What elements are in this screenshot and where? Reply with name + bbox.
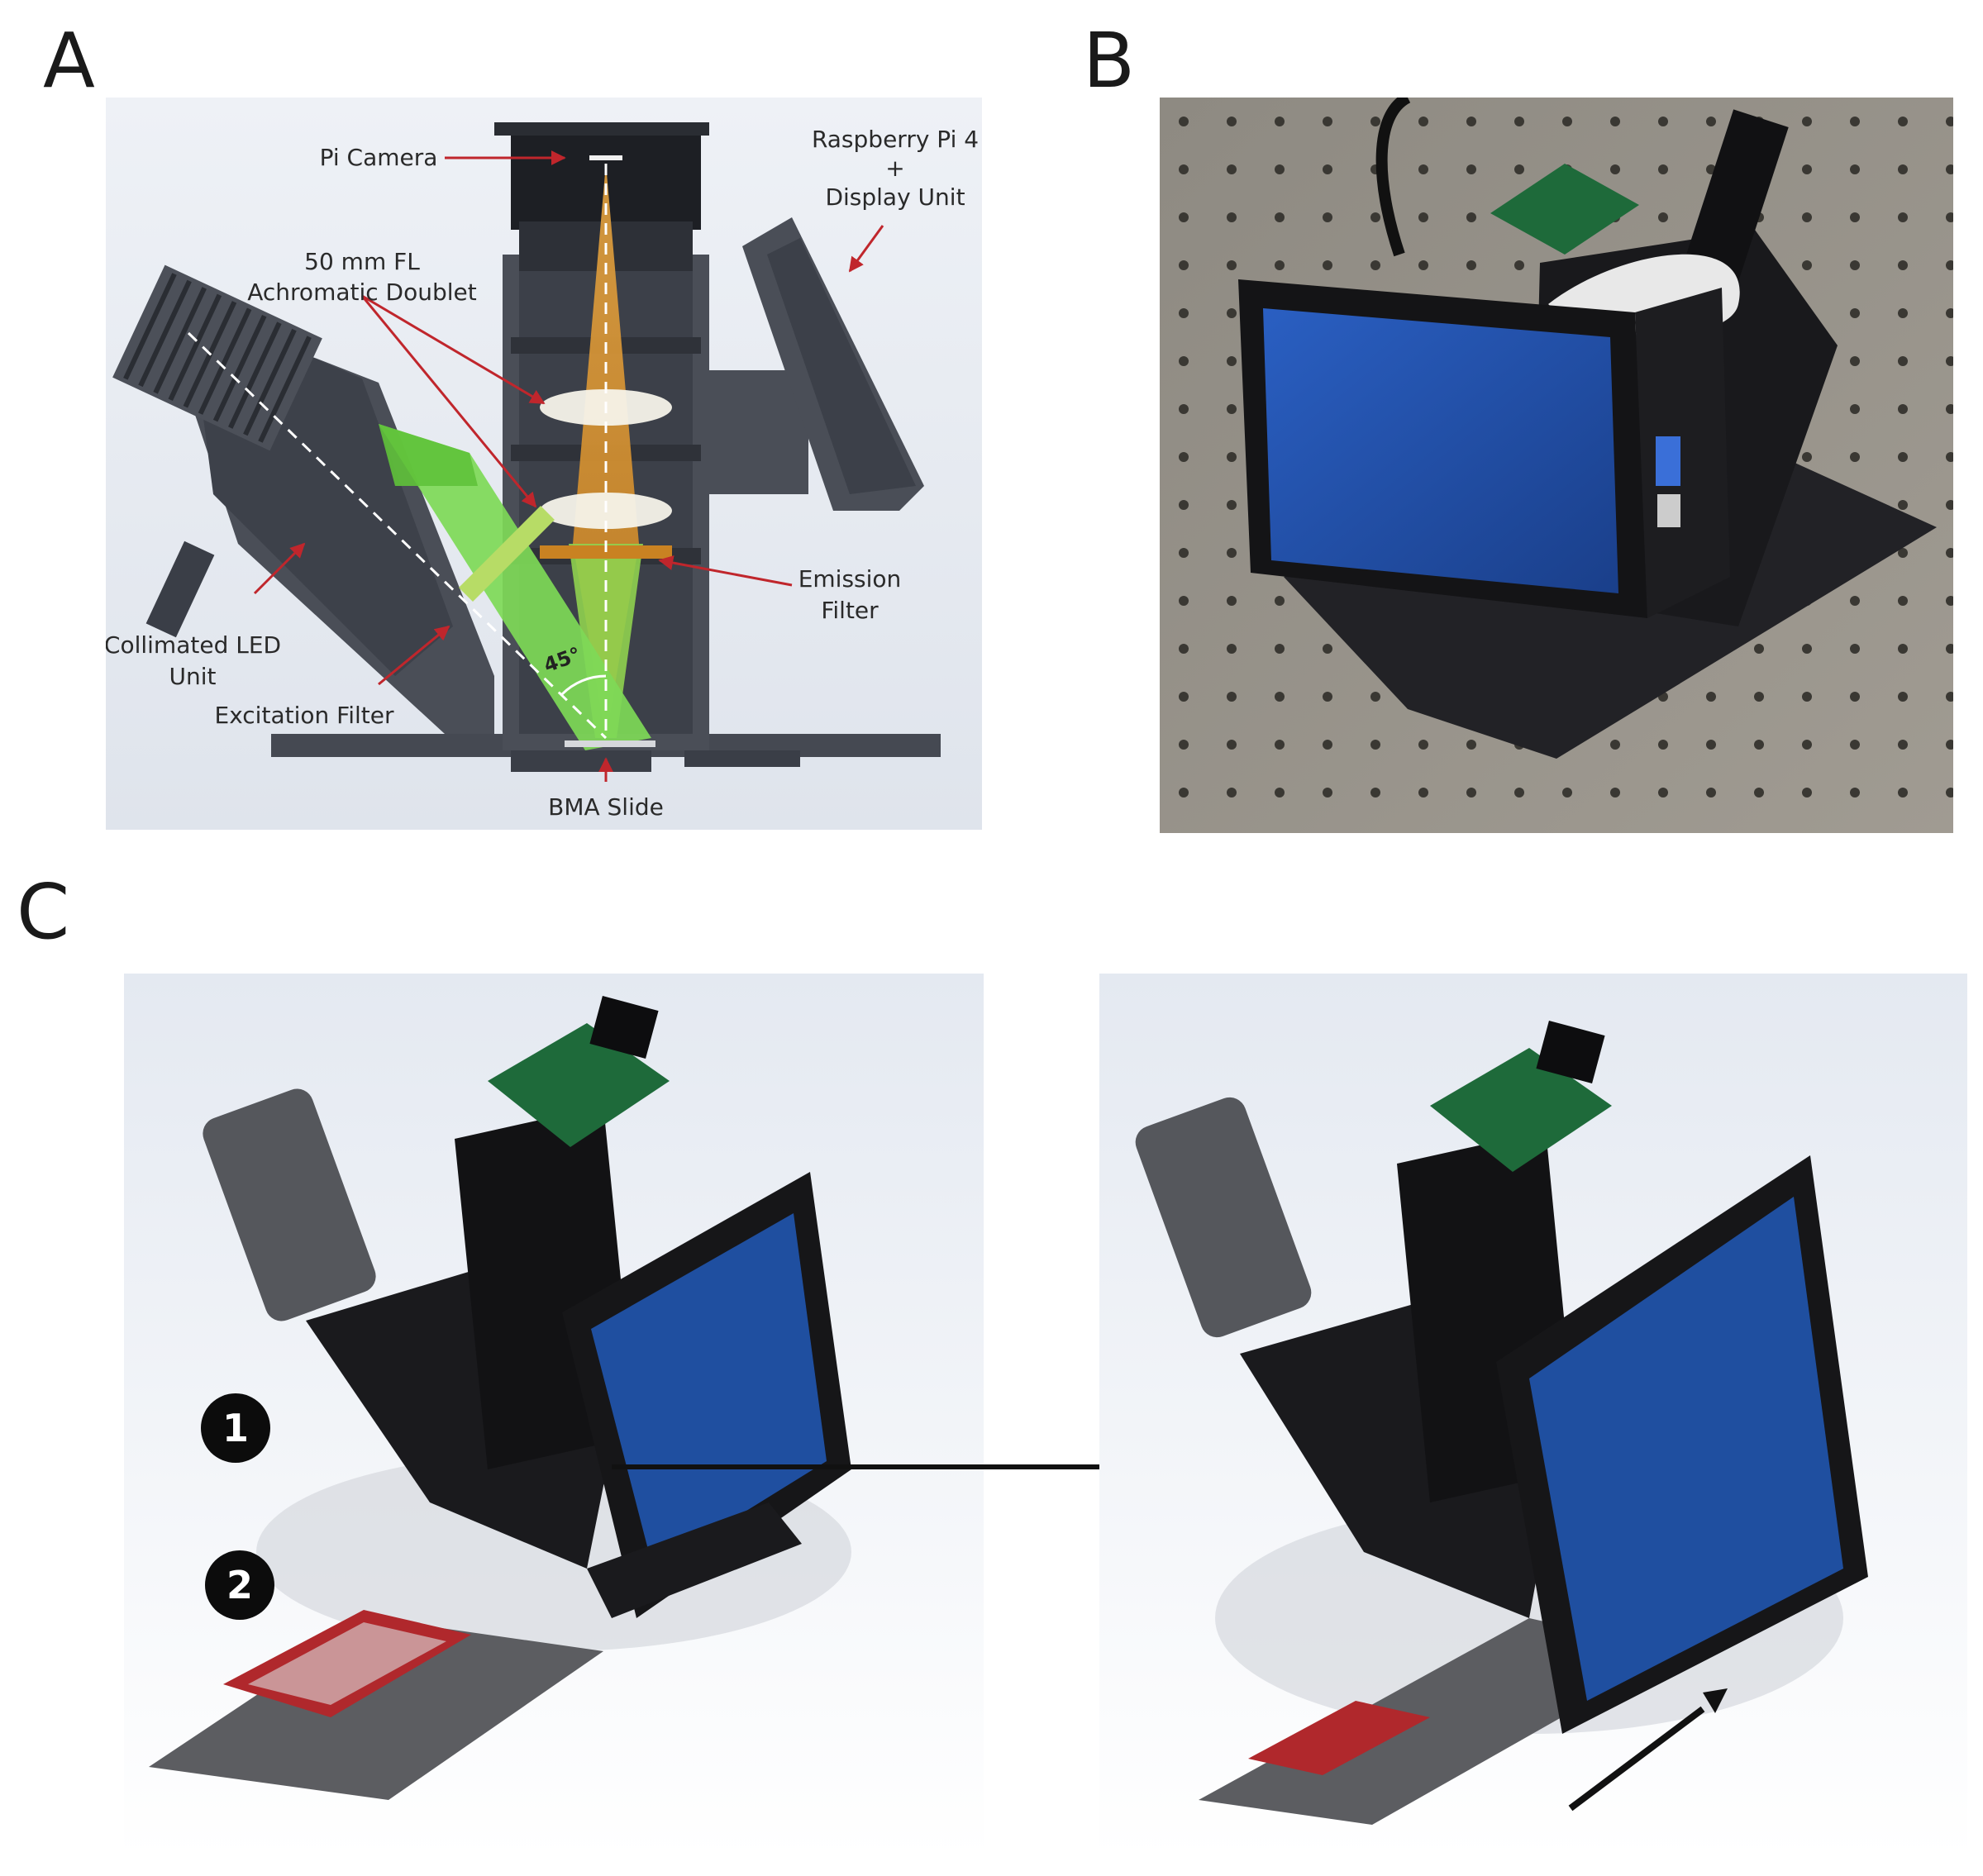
step-2-label: 2 xyxy=(226,1563,253,1607)
connector-left xyxy=(589,995,659,1059)
display-screen-photo xyxy=(1263,308,1618,593)
label-doublet-2: Achromatic Doublet xyxy=(247,279,477,306)
pointer-display xyxy=(848,225,884,273)
panel-b-letter: B xyxy=(1083,17,1136,105)
pcb-left xyxy=(488,1023,670,1147)
label-led-1: Collimated LED xyxy=(106,631,281,659)
insert-direction-arrow xyxy=(612,1438,1161,1496)
panel-a-diagram: Pi Camera Raspberry Pi 4 + Display Unit … xyxy=(106,98,982,830)
display-screen-left xyxy=(591,1213,827,1569)
slide-motion-arrow xyxy=(1568,1706,1705,1812)
device-photo xyxy=(1160,98,1953,833)
optical-cross-section: Pi Camera Raspberry Pi 4 + Display Unit … xyxy=(106,98,982,830)
heat-sink-photo xyxy=(1680,109,1789,293)
bma-slide-left xyxy=(149,1618,603,1800)
led-tube-left xyxy=(203,1088,376,1321)
slide-wells-left xyxy=(248,1622,446,1705)
insertion-step-after xyxy=(1099,974,1967,1858)
slide-frame-right xyxy=(1248,1701,1430,1775)
display-screen-right xyxy=(1529,1197,1843,1701)
label-pi-camera: Pi Camera xyxy=(320,144,438,171)
panel-c-letter: C xyxy=(17,868,70,956)
label-raspberry-1: Raspberry Pi 4 xyxy=(812,126,979,153)
label-emission-1: Emission xyxy=(798,565,902,593)
panel-a-letter: A xyxy=(43,17,95,105)
led-tube-right xyxy=(1135,1097,1312,1338)
pointer-doublet-upper xyxy=(361,294,546,405)
label-doublet-1: 50 mm FL xyxy=(304,248,420,275)
step-1-label: 1 xyxy=(222,1406,249,1450)
foot-left xyxy=(587,1502,802,1618)
label-raspberry-2: + xyxy=(885,155,904,182)
pointer-doublet-lower xyxy=(360,295,537,508)
label-led-2: Unit xyxy=(169,663,217,690)
pointer-emission-filter xyxy=(658,555,793,587)
display-unit xyxy=(742,217,924,511)
connector-right xyxy=(1536,1020,1605,1084)
camera-pcb-photo xyxy=(1490,164,1639,255)
label-excitation: Excitation Filter xyxy=(215,702,394,729)
label-emission-2: Filter xyxy=(821,597,879,624)
angle-arc xyxy=(560,674,607,696)
power-cable xyxy=(1375,98,1411,257)
led-knob xyxy=(145,540,215,638)
ethernet-port xyxy=(1657,494,1680,527)
excitation-axis xyxy=(187,331,608,740)
step-1-badge xyxy=(201,1393,270,1463)
usb-ports xyxy=(1656,436,1680,486)
pcb-right xyxy=(1430,1048,1612,1172)
panel-c-right-render xyxy=(1099,974,1967,1858)
bma-slide xyxy=(565,740,655,747)
insertion-step-before: 1 2 xyxy=(124,974,984,1858)
excitation-filter xyxy=(459,506,555,602)
excitation-beam xyxy=(379,424,651,750)
step-2-badge xyxy=(205,1550,274,1620)
label-raspberry-3: Display Unit xyxy=(825,183,965,211)
label-slide: BMA Slide xyxy=(548,793,664,821)
pointer-excitation-filter xyxy=(378,625,450,686)
panel-b-photo xyxy=(1160,98,1953,833)
case-side xyxy=(1635,288,1730,618)
pointer-led xyxy=(253,542,306,595)
panel-c-left-render: 1 2 xyxy=(124,974,984,1858)
